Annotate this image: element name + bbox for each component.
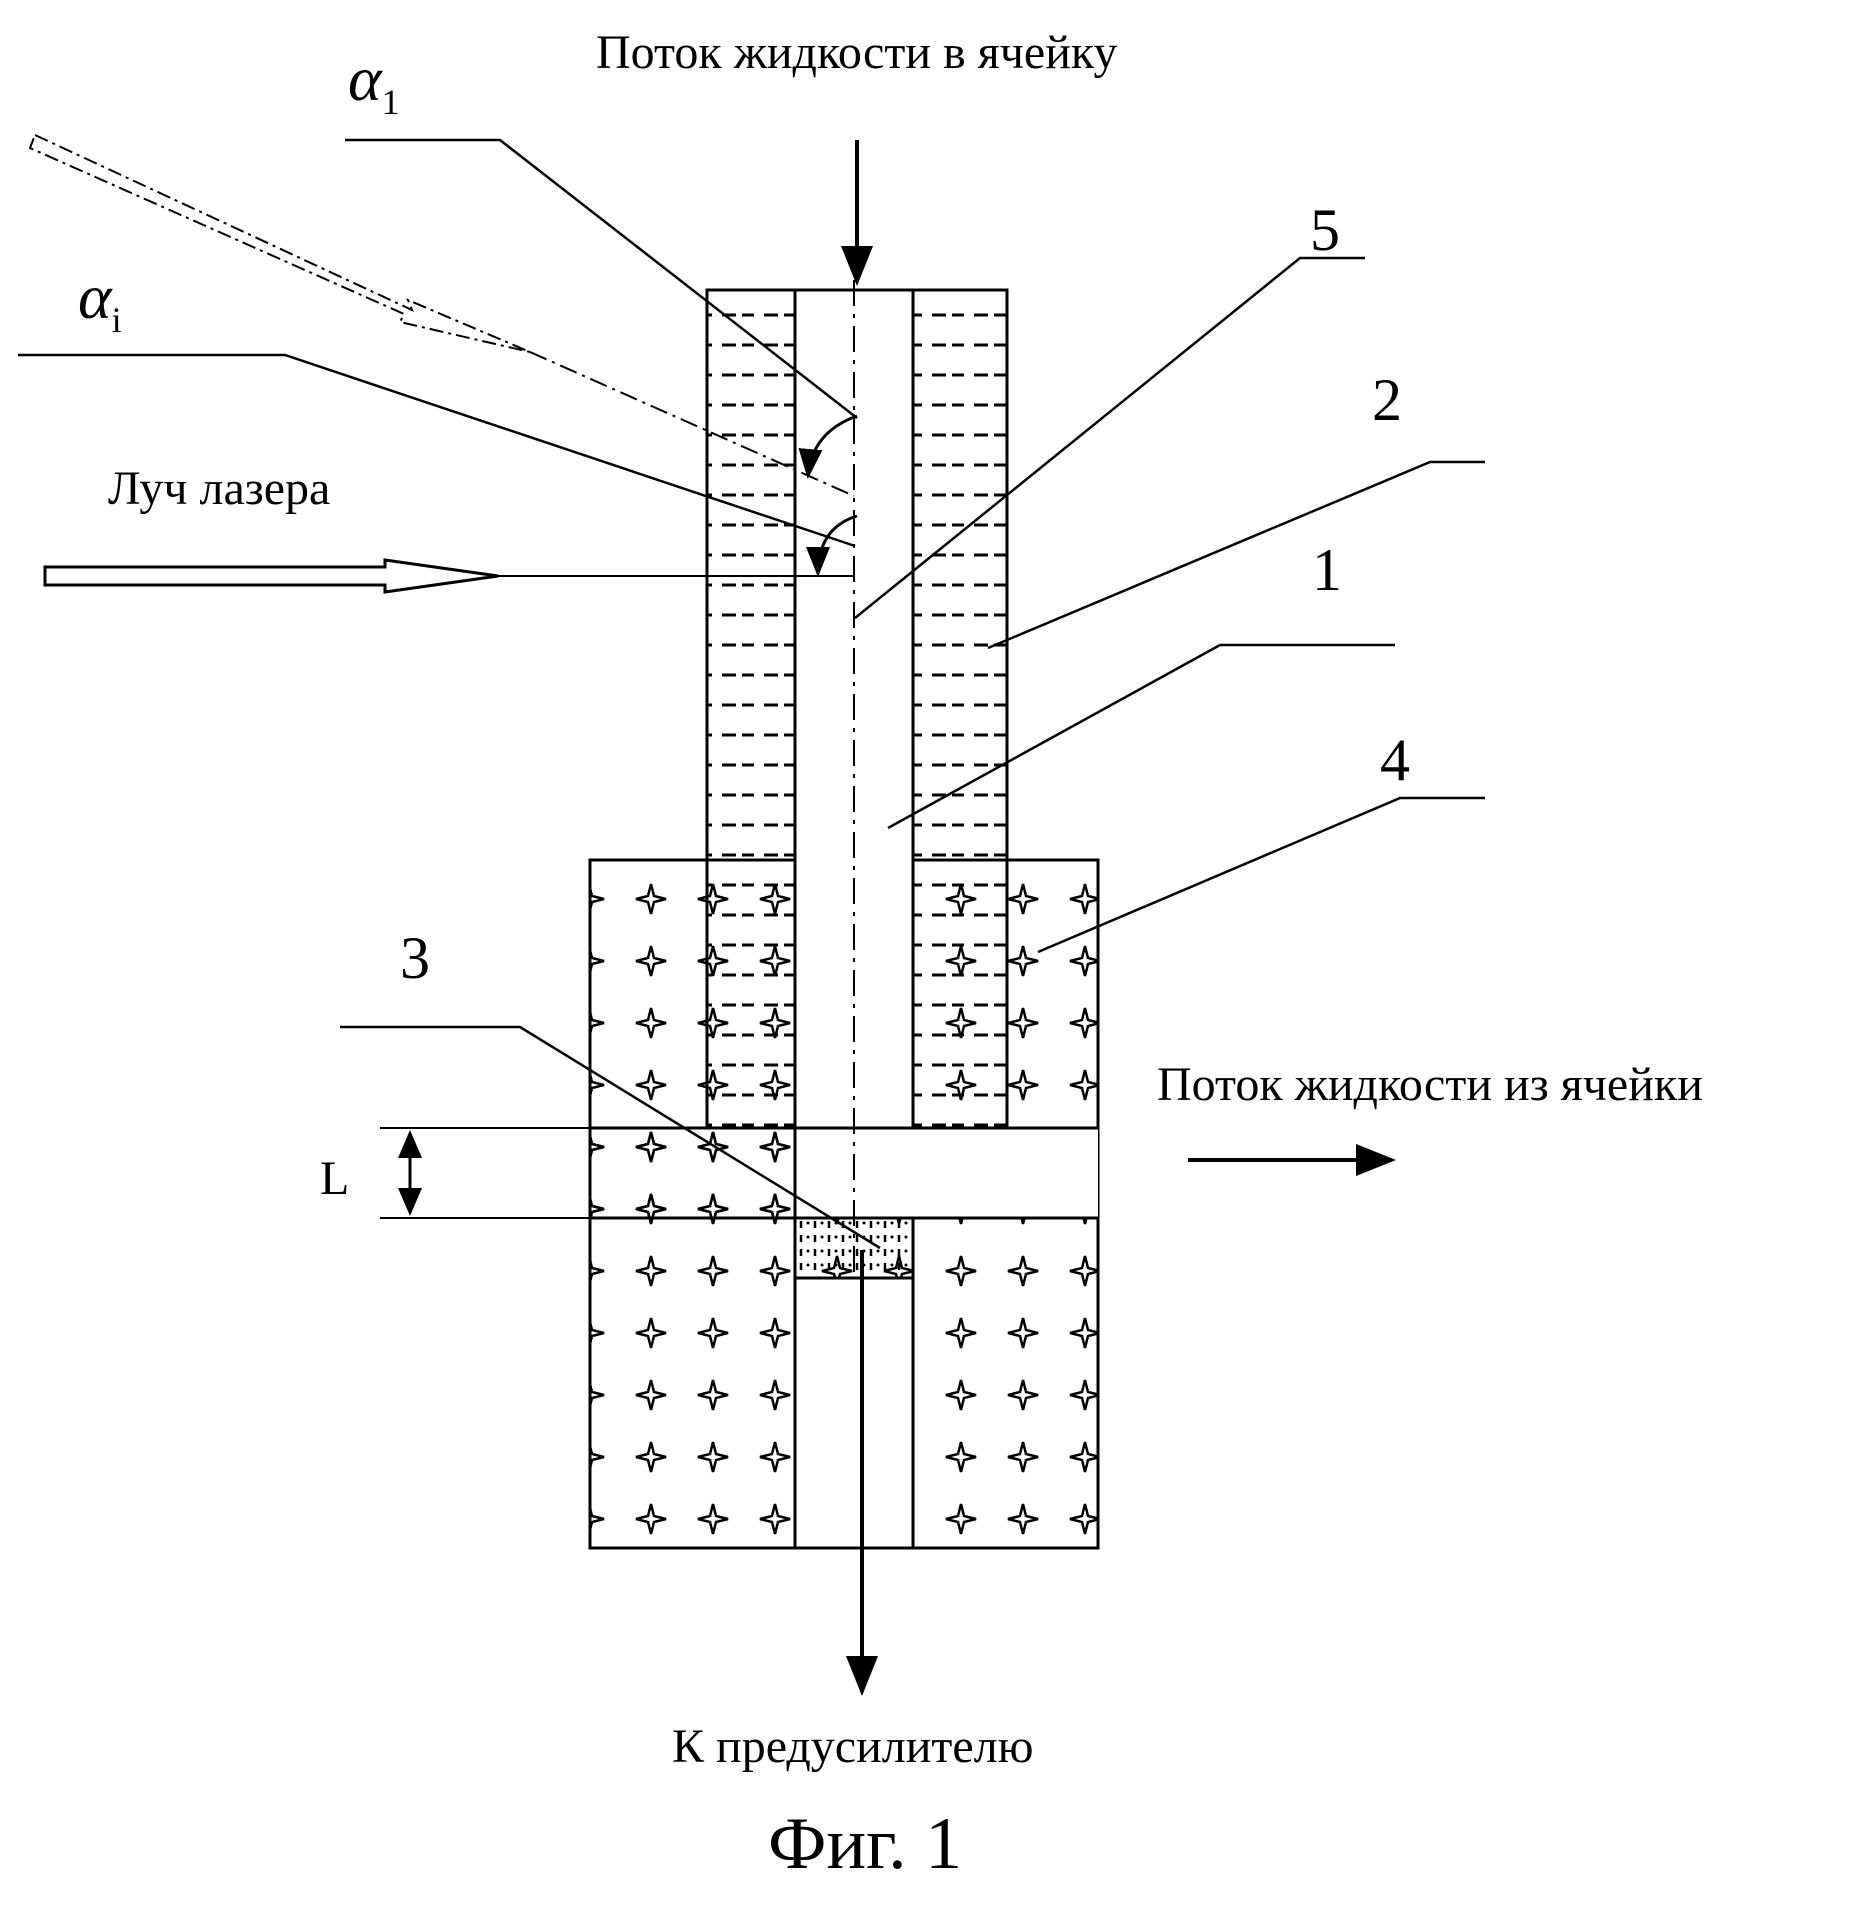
flow-in-label: Поток жидкости в ячейку (596, 26, 1118, 79)
callout-5: 5 (1310, 197, 1340, 263)
callout-2: 2 (1372, 367, 1402, 433)
figure-caption: Фиг. 1 (768, 1803, 962, 1885)
leader-4 (1038, 798, 1485, 952)
to-preamp-label: К предусилителю (672, 1720, 1034, 1773)
lower-channel (795, 1278, 913, 1548)
alpha-1-label: α1 (348, 43, 400, 122)
alpha-i-label: αi (78, 261, 122, 340)
length-dimension (380, 1128, 590, 1218)
callout-4: 4 (1380, 727, 1410, 793)
callout-3: 3 (400, 925, 430, 991)
flow-out-label: Поток жидкости из ячейки (1157, 1058, 1703, 1111)
callout-1: 1 (1312, 537, 1342, 603)
outflow-gap (590, 1128, 1098, 1218)
length-label: L (320, 1152, 349, 1205)
leader-2 (988, 462, 1485, 648)
laser-beam-label: Луч лазера (108, 462, 330, 515)
